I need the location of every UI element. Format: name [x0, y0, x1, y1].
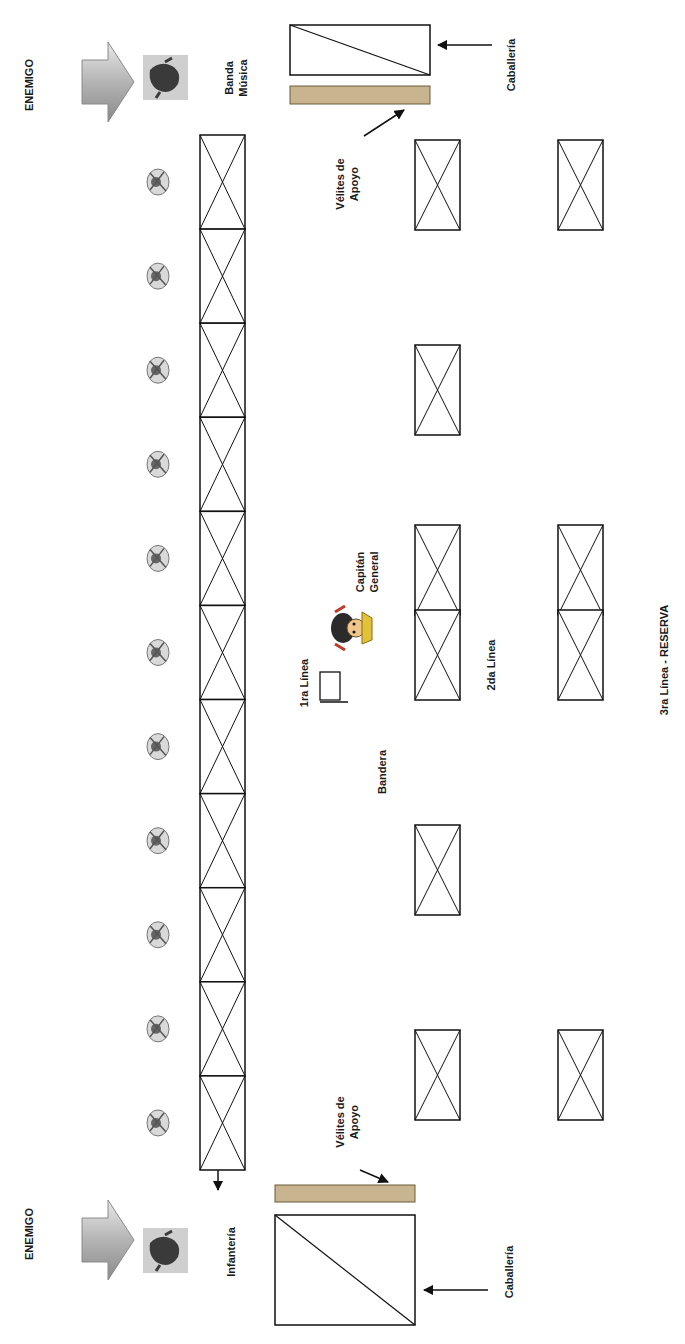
formation-label: 2da Línea — [485, 640, 499, 691]
cavalry-box — [275, 1215, 415, 1325]
infantry-icon — [143, 1228, 188, 1273]
enemy-arrow — [82, 42, 134, 122]
formation-label: Bandera — [376, 750, 390, 794]
skirmisher-icon — [147, 734, 169, 760]
skirmisher-icon — [147, 922, 169, 948]
captain-icon — [330, 603, 375, 653]
skirmisher-icons — [147, 169, 169, 1136]
unit-block — [558, 140, 603, 230]
unit-block — [415, 610, 460, 700]
unit-block — [415, 525, 460, 615]
unit-block — [200, 888, 245, 982]
unit-block — [558, 525, 603, 615]
unit-block — [415, 1030, 460, 1120]
unit-block — [558, 1030, 603, 1120]
enemy-arrow — [82, 1200, 134, 1280]
formation-label: Capitán General — [354, 546, 382, 598]
cavalry-pointer — [438, 44, 492, 46]
unit-block — [200, 1076, 245, 1170]
skirmisher-icon — [147, 263, 169, 289]
formation-label: Caballería — [505, 39, 519, 92]
formation-label: 1ra Línea — [298, 659, 312, 707]
skirmisher-icon — [147, 1016, 169, 1042]
cavalry-pointer — [424, 1289, 488, 1291]
unit-block — [200, 511, 245, 605]
formation-label: Caballería — [503, 1246, 517, 1299]
unit-block — [415, 345, 460, 435]
band-icon — [143, 55, 188, 100]
unit-block — [558, 610, 603, 700]
cavalry-diagonal — [290, 25, 430, 75]
unit-block — [200, 794, 245, 888]
unit-block — [200, 417, 245, 511]
velites-pointer — [360, 1170, 388, 1182]
formation-label: ENEMIGO — [23, 59, 37, 111]
formation-label: Banda Música — [223, 56, 251, 100]
move-arrow — [217, 1170, 219, 1190]
skirmisher-icon — [147, 1110, 169, 1136]
unit-block — [415, 140, 460, 230]
skirmisher-icon — [147, 357, 169, 383]
unit-block — [200, 700, 245, 794]
formation-label: Vélites de Apoyo — [334, 1092, 362, 1152]
formation-label: Vélites de Apoyo — [334, 154, 362, 214]
skirmisher-icon — [147, 828, 169, 854]
unit-blocks — [200, 135, 603, 1170]
formation-label: Infantería — [225, 1227, 239, 1277]
unit-block — [200, 605, 245, 699]
formation-label: 3ra Línea - RESERVA — [658, 605, 672, 715]
skirmisher-icon — [147, 169, 169, 195]
velites-bar — [290, 86, 430, 104]
flag-symbol — [320, 672, 348, 702]
cavalry-box — [290, 25, 430, 75]
velites-pointer — [364, 110, 404, 136]
unit-block — [200, 323, 245, 417]
cavalry-diagonal — [275, 1215, 415, 1325]
skirmisher-icon — [147, 545, 169, 571]
skirmisher-icon — [147, 640, 169, 666]
unit-block — [200, 229, 245, 323]
unit-block — [200, 982, 245, 1076]
formation-label: ENEMIGO — [23, 1208, 37, 1260]
unit-block — [415, 825, 460, 915]
velites-bar — [275, 1185, 415, 1202]
skirmisher-icon — [147, 451, 169, 477]
unit-block — [200, 135, 245, 229]
